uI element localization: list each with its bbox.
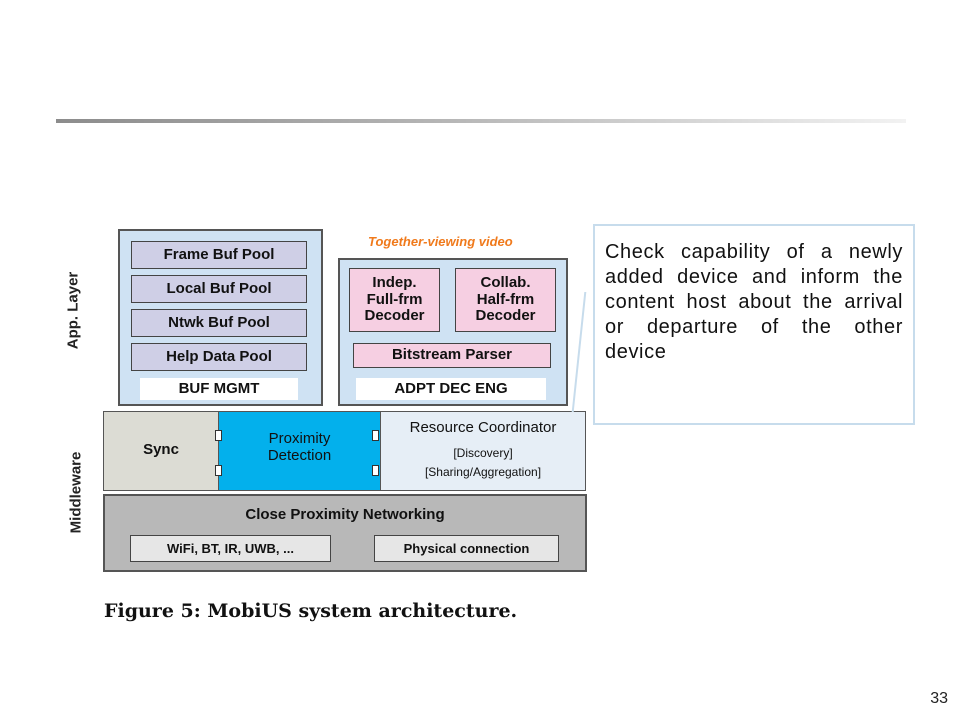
wireless-tech-box: WiFi, BT, IR, UWB, ...: [130, 535, 331, 562]
header-rule: [56, 119, 906, 123]
adpt-dec-eng-label: ADPT DEC ENG: [356, 378, 546, 400]
port-connector: [215, 465, 222, 476]
callout-box: Check capability of a newly added device…: [593, 224, 915, 425]
indep-decoder-box: Indep. Full-frm Decoder: [349, 268, 440, 332]
indep-decoder-line3: Decoder: [364, 307, 425, 325]
indep-decoder-line1: Indep.: [372, 274, 417, 292]
proximity-detection-box: [218, 411, 381, 491]
bitstream-parser-box: Bitstream Parser: [353, 343, 551, 368]
physical-connection-box: Physical connection: [374, 535, 559, 562]
page-number: 33: [930, 690, 948, 707]
port-connector: [372, 465, 379, 476]
resource-coordinator-title: Resource Coordinator: [409, 419, 557, 436]
local-buf-pool: Local Buf Pool: [131, 275, 307, 303]
app-layer-label: App. Layer: [64, 271, 82, 350]
together-viewing-title: Together-viewing video: [368, 234, 513, 249]
sync-box: [103, 411, 219, 491]
buf-mgmt-label: BUF MGMT: [140, 378, 298, 400]
middleware-label: Middleware: [67, 451, 85, 534]
networking-title: Close Proximity Networking: [245, 506, 445, 523]
callout-connector: [571, 292, 587, 412]
ntwk-buf-pool: Ntwk Buf Pool: [131, 309, 307, 337]
collab-decoder-box: Collab. Half-frm Decoder: [455, 268, 556, 332]
frame-buf-pool: Frame Buf Pool: [131, 241, 307, 269]
sync-label: Sync: [143, 441, 179, 458]
collab-decoder-line2: Half-frm: [476, 290, 535, 308]
resource-sharing: [Sharing/Aggregation]: [424, 465, 542, 479]
proximity-detection-label: Proximity Detection: [218, 430, 381, 465]
collab-decoder-line1: Collab.: [480, 274, 531, 292]
proximity-line2: Detection: [267, 447, 332, 465]
collab-decoder-line3: Decoder: [475, 307, 536, 325]
resource-discovery: [Discovery]: [453, 446, 513, 460]
figure-caption: Figure 5: MobiUS system architecture.: [104, 600, 518, 622]
port-connector: [215, 430, 222, 441]
indep-decoder-line2: Full-frm: [366, 290, 423, 308]
proximity-line1: Proximity: [268, 430, 331, 447]
port-connector: [372, 430, 379, 441]
resource-coordinator-box: [380, 411, 586, 491]
help-data-pool: Help Data Pool: [131, 343, 307, 371]
